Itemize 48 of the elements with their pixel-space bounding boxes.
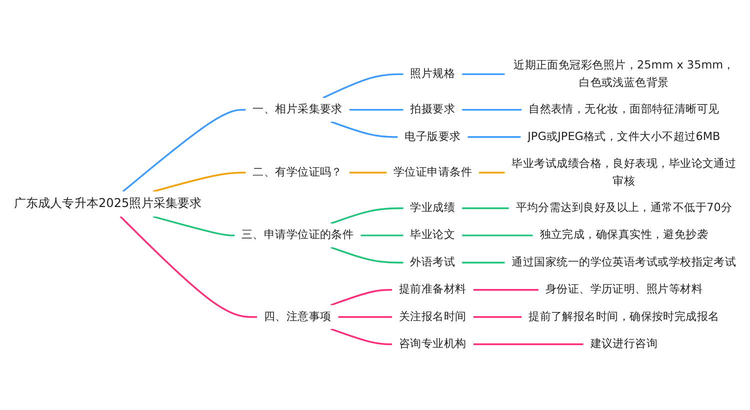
node-text: 自然表情，无化妆，面部特征清晰可见 [528, 103, 720, 116]
connector [152, 172, 246, 192]
connector [330, 288, 392, 306]
node-text: 近期正面免冠彩色照片，25mm x 35mm，白色或浅蓝色背景 [514, 59, 734, 89]
connector [152, 216, 235, 236]
node-text: 平均分需达到良好及以上，通常不低于70分 [516, 202, 732, 214]
connector [473, 316, 522, 318]
connector [330, 120, 398, 138]
connector [330, 328, 392, 346]
node-text: 电子版要求 [404, 130, 461, 144]
node-text: 学位证申请条件 [393, 166, 472, 179]
connector [349, 172, 386, 174]
node-text: 一、相片采集要求 [252, 103, 342, 116]
node-text: 建议进行咨询 [590, 338, 658, 350]
node-text: 独立完成，确保真实性，避免抄袭 [540, 228, 708, 242]
node-text: 毕业论文 [410, 228, 456, 242]
node-text: 照片规格 [410, 68, 456, 80]
node-text: 四、注意事项 [264, 310, 332, 324]
node-text: 提前了解报名时间，确保按时完成报名 [528, 310, 720, 324]
node-text: 咨询专业机构 [399, 338, 466, 350]
connector [120, 216, 257, 318]
node-text: 身份证、学历证明、照片等材料 [545, 283, 702, 296]
node-text: 外语考试 [410, 256, 456, 269]
node-text: 关注报名时间 [399, 310, 466, 324]
connector [330, 207, 404, 224]
connector [338, 316, 392, 318]
node-text: 学业成绩 [410, 202, 456, 214]
connector [360, 234, 404, 236]
connector [462, 108, 522, 111]
node-text: 三、申请学位证的条件 [241, 228, 354, 242]
connector [468, 136, 521, 138]
connector [322, 73, 404, 99]
node-text: 毕业考试成绩合格，良好表现，毕业论文通过审核 [512, 158, 736, 188]
connector [462, 234, 533, 236]
connector [473, 288, 538, 291]
connector [462, 262, 505, 264]
node-text: 二、有学位证吗？ [252, 166, 342, 179]
node-text: 广东成人专升本2025照片采集要求 [14, 196, 202, 211]
connector [473, 343, 584, 346]
connector [330, 246, 404, 264]
node-text: 拍摄要求 [410, 103, 456, 116]
connector [462, 73, 505, 76]
connector [349, 108, 404, 111]
connector [462, 207, 509, 210]
connector [478, 172, 505, 174]
node-text: 通过国家统一的学位英语考试或学校指定考试 [512, 256, 736, 269]
connector [122, 108, 246, 192]
node-text: 提前准备材料 [399, 283, 466, 296]
